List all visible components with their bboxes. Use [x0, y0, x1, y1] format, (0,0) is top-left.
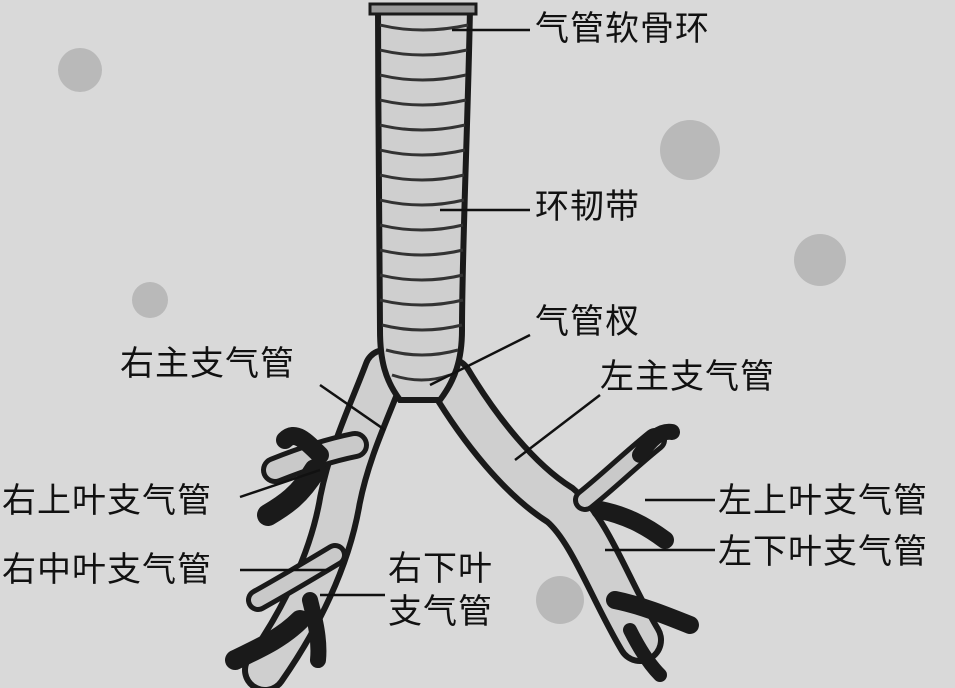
label-annular-ligament: 环韧带 [535, 187, 640, 227]
label-tracheal-bifurcation: 气管杈 [535, 302, 640, 342]
label-right-lower-lobe-bronchus: 右下叶 支气管 [388, 548, 493, 633]
label-right-middle-lobe-bronchus: 右中叶支气管 [2, 550, 212, 590]
label-right-lower-lobe-bronchus-line1: 右下叶 [388, 549, 493, 589]
trachea [368, 2, 478, 403]
label-tracheal-cartilage-rings: 气管软骨环 [535, 9, 710, 49]
paper-texture [58, 48, 846, 624]
label-left-main-bronchus: 左主支气管 [600, 357, 775, 397]
label-left-upper-lobe-bronchus: 左上叶支气管 [718, 481, 928, 521]
label-right-main-bronchus: 右主支气管 [120, 344, 295, 384]
label-left-lower-lobe-bronchus: 左下叶支气管 [718, 532, 928, 572]
right-bronchial-tree [225, 347, 408, 688]
label-right-lower-lobe-bronchus-line2: 支气管 [388, 591, 493, 632]
leader-lines [239, 28, 715, 597]
left-bronchial-tree [426, 356, 699, 682]
label-right-upper-lobe-bronchus: 右上叶支气管 [2, 481, 212, 521]
